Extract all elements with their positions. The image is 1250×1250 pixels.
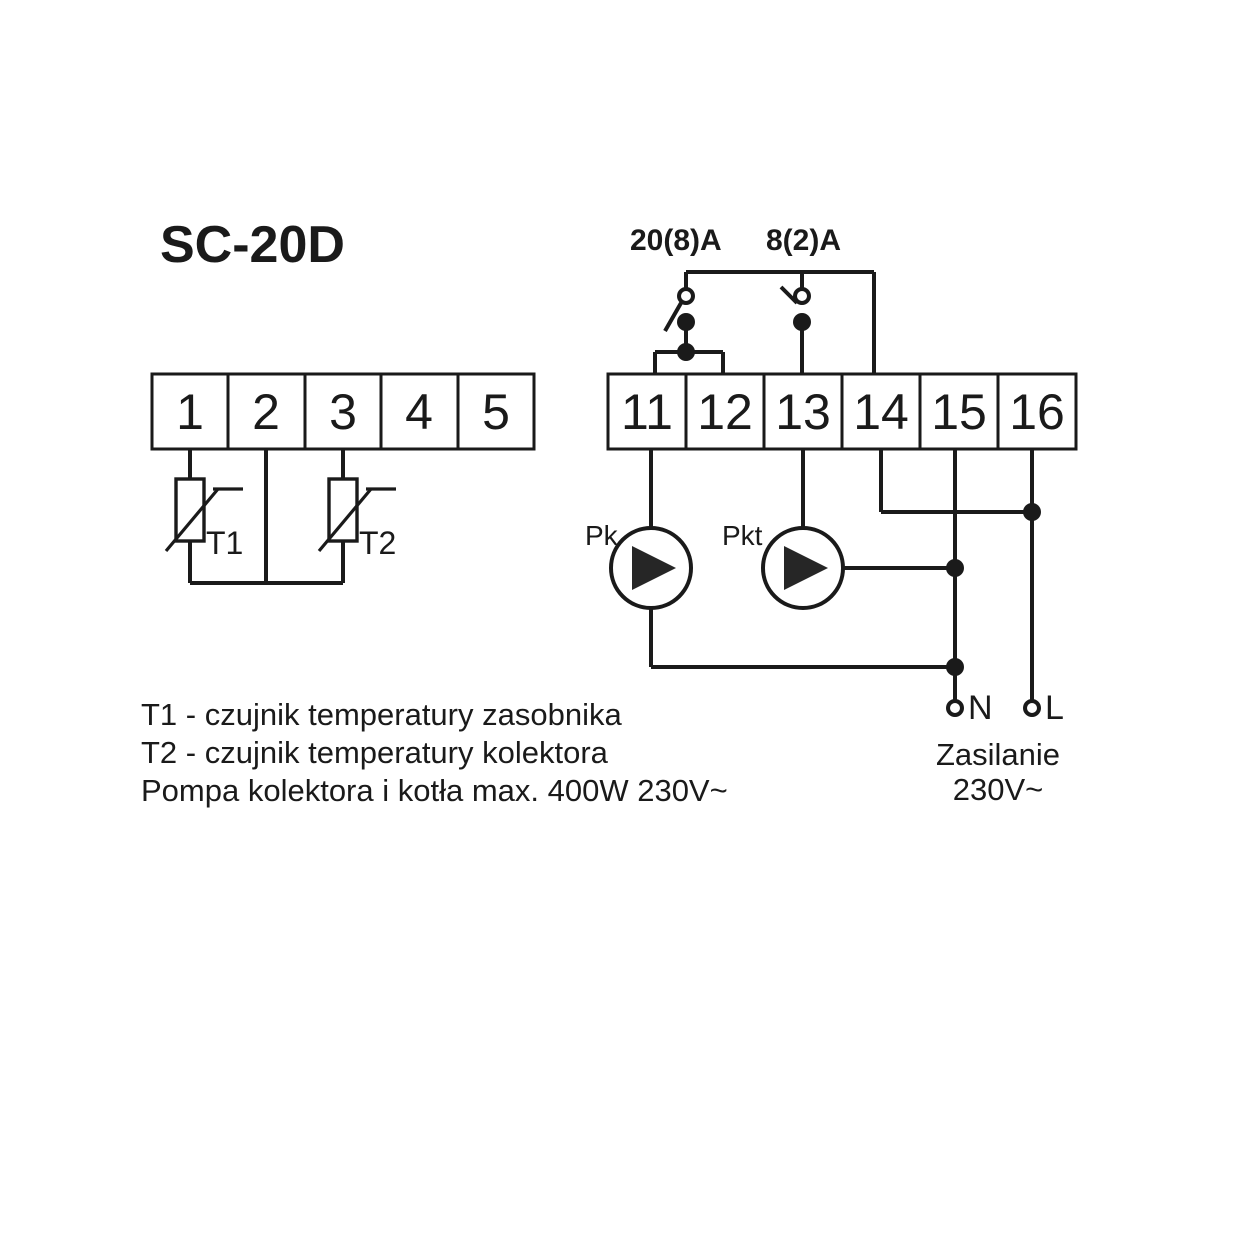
terminal-label-1: 1	[176, 384, 204, 440]
pump-pk-circuit: Pk	[585, 449, 955, 669]
legend-line-3: Pompa kolektora i kotła max. 400W 230V~	[141, 773, 728, 808]
relay2-blade	[779, 285, 799, 305]
pump-label-pk: Pk	[585, 520, 619, 551]
terminal-label-16: 16	[1009, 384, 1065, 440]
neutral-supply-terminal	[946, 699, 964, 717]
terminal-label-14: 14	[853, 384, 909, 440]
line-label: L	[1045, 689, 1064, 727]
line-conductor: L	[1023, 449, 1064, 727]
pkt-pump-flow-arrow	[784, 546, 828, 590]
relay-contact-network	[653, 270, 876, 374]
supply-caption-line2: 230V~	[953, 772, 1044, 807]
relay1-no-terminal-dot	[677, 287, 695, 305]
power-terminal-block: 11 12 13 14 15 16	[606, 372, 1078, 451]
line-supply-terminal	[1023, 699, 1041, 717]
neutral-junction-pkt	[946, 559, 964, 577]
sensor-terminal-block-outline	[150, 372, 536, 451]
sensor-label-t2: T2	[359, 525, 396, 561]
sensor-label-t1: T1	[206, 525, 243, 561]
terminal-label-11: 11	[621, 384, 673, 440]
relay-rating-left: 20(8)A	[630, 224, 722, 257]
neutral-label: N	[968, 689, 993, 727]
diagram-title: SC-20D	[160, 216, 345, 274]
sensor-t1-circuit: T1	[164, 449, 243, 583]
supply-caption-line1: Zasilanie	[936, 737, 1060, 772]
sensor-common-circuit	[190, 449, 343, 585]
sensor-t2-circuit: T2	[317, 449, 396, 583]
neutral-conductor: N	[946, 449, 993, 727]
terminal-label-4: 4	[405, 384, 433, 440]
terminal-label-12: 12	[697, 384, 753, 440]
terminal-label-13: 13	[775, 384, 831, 440]
pk-pump-flow-arrow	[632, 546, 676, 590]
relay1-blade	[663, 302, 683, 332]
sensor-terminal-block: 1 2 3 4 5	[150, 372, 536, 451]
legend-line-1: T1 - czujnik temperatury zasobnika	[141, 697, 622, 732]
line-junction-terminal14	[1023, 503, 1041, 521]
pump-pkt-circuit: Pkt	[722, 449, 955, 610]
pump-label-pkt: Pkt	[722, 520, 763, 551]
relay-rating-right: 8(2)A	[766, 224, 841, 257]
terminal-label-3: 3	[329, 384, 357, 440]
t1-thermistor-slash	[164, 487, 220, 553]
terminal-label-5: 5	[482, 384, 510, 440]
terminal-label-2: 2	[252, 384, 280, 440]
terminal-label-15: 15	[931, 384, 987, 440]
legend-line-2: T2 - czujnik temperatury kolektora	[141, 735, 609, 770]
t2-thermistor-slash	[317, 487, 373, 553]
neutral-junction-pk	[946, 658, 964, 676]
relay2-no-terminal-dot	[793, 287, 811, 305]
